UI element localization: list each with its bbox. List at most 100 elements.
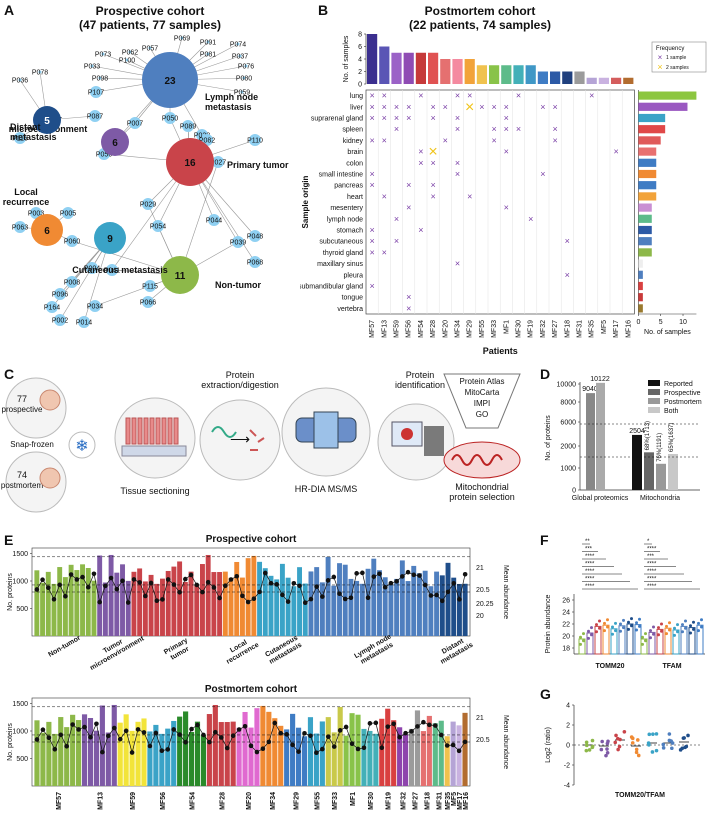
patient-dot: [164, 112, 176, 124]
e-abundance-dot: [189, 726, 194, 732]
e-abundance-dot: [331, 744, 337, 749]
panel-a-title: Prospective cohort: [95, 4, 205, 18]
e-bar: [308, 571, 314, 636]
sample-cross-2-line: ×: [428, 144, 437, 161]
patient-bar: [611, 77, 622, 84]
snap-frozen-label: Snap-frozen: [10, 440, 54, 449]
patient-label-line: MF17: [613, 320, 620, 338]
organ-label: lung: [350, 93, 363, 100]
e-bar: [242, 711, 248, 786]
e-left-tick-label: 500: [16, 756, 28, 763]
e-abundance-dot: [148, 580, 154, 586]
top-tick-label: 4: [358, 57, 362, 64]
e-abundance-dot: [462, 739, 468, 745]
f-group-label: TOMM20: [595, 663, 624, 670]
patient-dot: [182, 120, 194, 132]
organ-label-line: lymph node: [327, 216, 363, 223]
e-bar: [349, 713, 355, 786]
g-point: [635, 738, 640, 742]
g-point: [622, 729, 627, 734]
e-bar: [99, 705, 105, 786]
group-hub: [101, 128, 129, 156]
ident-label-line: Protein: [406, 370, 435, 380]
sample-cross: ×: [455, 169, 460, 179]
right-tick-label: 5: [659, 319, 663, 326]
e-right-tick-label: 21: [476, 565, 484, 572]
group-hub: [33, 106, 61, 134]
patient-bar: [586, 77, 597, 84]
patient-dot: [90, 64, 94, 68]
ms-label-line: HR-DIA MS/MS: [295, 484, 358, 494]
sample-cross: ×: [491, 135, 496, 145]
patient-label-line: MF20: [442, 320, 449, 338]
f-sig-label: ****: [647, 569, 657, 575]
g-xlabel-line: TOMM20/TFAM: [615, 792, 665, 799]
e-bar: [194, 721, 201, 786]
patient-bar: [415, 52, 426, 84]
e-bar: [394, 578, 400, 636]
g-tick-label-line: 4: [566, 703, 570, 710]
f-mean-bar: [640, 638, 648, 655]
e-bar: [218, 722, 224, 786]
e-group-label: Primarytumor: [163, 637, 193, 663]
patient-label: P044: [206, 218, 222, 225]
group-label-line: Local: [14, 187, 38, 197]
e-bar: [87, 718, 94, 786]
sample-cross: ×: [394, 214, 399, 224]
organ-label: kidney: [343, 138, 364, 145]
e-bar: [224, 722, 230, 786]
patient-label: P063: [12, 225, 28, 232]
sample-cross: ×: [369, 247, 374, 257]
patient-node: P107: [88, 86, 104, 98]
e-bar: [337, 563, 342, 636]
patient-label: P002: [52, 318, 68, 325]
e-bar: [385, 708, 391, 786]
f-sig-label-line: ****: [585, 562, 595, 568]
patient-label-line: MF57: [369, 320, 376, 338]
e-bar: [165, 728, 171, 786]
e-bar: [51, 583, 57, 636]
e-group-label: Distantmetastasis: [436, 635, 475, 666]
f-point: [681, 630, 684, 634]
e-group-label: MF32: [401, 792, 408, 810]
legend-cross-1: ×: [658, 53, 663, 62]
sample-cross: ×: [565, 236, 570, 246]
g-point: [647, 743, 651, 747]
g-point: [686, 733, 690, 738]
e-abundance-dot: [348, 595, 354, 601]
sample-cross-line: ×: [382, 191, 387, 201]
patient-label: P078: [32, 70, 48, 77]
e-bar: [148, 574, 154, 636]
panel-a-label: A: [4, 2, 15, 18]
patient-label: P029: [140, 202, 156, 209]
patient-label-line: MF31: [577, 320, 584, 338]
f-ylabel: Protein abundance: [545, 595, 552, 654]
patient-dot: [89, 110, 101, 122]
e-bar: [153, 724, 159, 786]
top-ylabel: No. of samples: [343, 35, 350, 82]
group-count-line: 16: [184, 158, 196, 169]
sample-cross: ×: [455, 91, 460, 101]
organ-bar: [638, 158, 657, 167]
patient-dot: [30, 207, 42, 219]
e-bar: [212, 704, 218, 786]
e-abundance-dot: [153, 730, 159, 736]
e-cohort-title: Prospective cohort: [206, 534, 297, 545]
patient-bar: [550, 71, 561, 84]
sample-cross-line: ×: [565, 236, 570, 246]
e-abundance-dot: [444, 743, 450, 748]
f-tick-label: 24: [562, 610, 570, 617]
group-count: 6: [44, 226, 50, 237]
patient-label: P039: [230, 240, 246, 247]
e-left-tick-label: 1000: [12, 579, 28, 586]
patient-node: P007: [127, 117, 143, 129]
sample-cross: ×: [382, 91, 387, 101]
patient-dot: [242, 76, 246, 80]
sample-cross: ×: [552, 124, 557, 134]
e-abundance-dot: [400, 574, 405, 579]
patient-label-line: P081: [200, 52, 216, 59]
g-tick-label-line: -2: [564, 763, 570, 770]
e-bar: [68, 564, 74, 636]
e-abundance-dot: [129, 750, 135, 755]
